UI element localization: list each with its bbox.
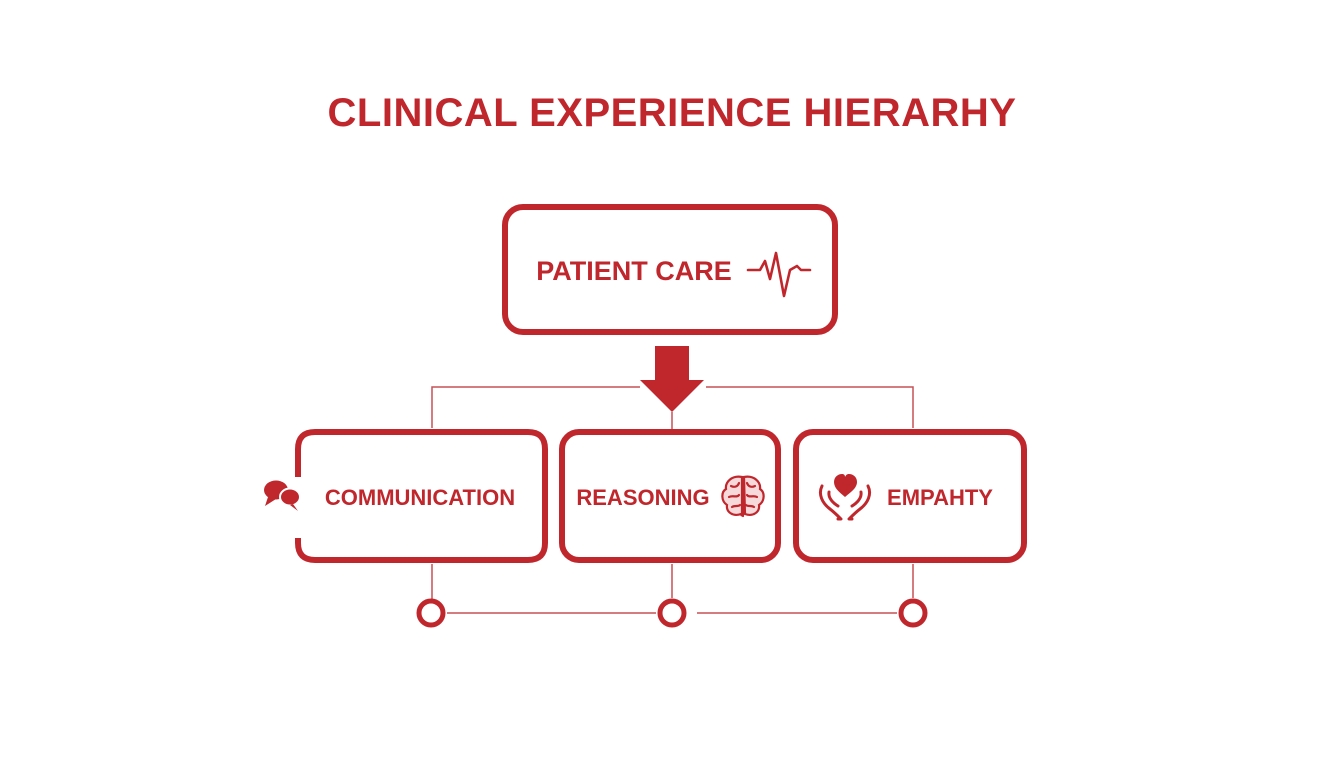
child-node-empathy-box <box>793 429 1027 563</box>
connector-top-right <box>706 386 914 428</box>
root-node: PATIENT CARE <box>502 204 838 335</box>
diagram-title: CLINICAL EXPERIENCE HIERARHY <box>327 91 1017 135</box>
bottom-nodes <box>416 598 928 628</box>
child-node-reasoning-box <box>559 429 781 563</box>
child-node-communication: COMMUNICATION <box>264 429 548 563</box>
heart-hands-icon <box>818 474 872 521</box>
speech-bubbles-icon <box>264 480 301 511</box>
child-node-empathy-label: EMPAHTY <box>887 485 993 510</box>
connector-top-left <box>431 386 640 428</box>
bottom-node-right <box>898 598 928 628</box>
heartbeat-icon <box>746 251 812 298</box>
heart-shape <box>834 474 857 497</box>
child-node-reasoning-label: REASONING <box>576 485 709 510</box>
child-node-empathy: EMPAHTY <box>793 429 1027 563</box>
child-node-communication-box <box>295 429 548 563</box>
bottom-node-center <box>657 598 687 628</box>
child-node-reasoning: REASONING <box>559 429 781 563</box>
child-node-communication-label: COMMUNICATION <box>325 485 515 510</box>
root-node-label: PATIENT CARE <box>536 256 732 286</box>
connector-lines <box>431 386 914 614</box>
brain-icon <box>721 475 765 518</box>
down-arrow-icon <box>640 346 704 412</box>
root-node-box <box>502 204 838 335</box>
bottom-node-left <box>416 598 446 628</box>
